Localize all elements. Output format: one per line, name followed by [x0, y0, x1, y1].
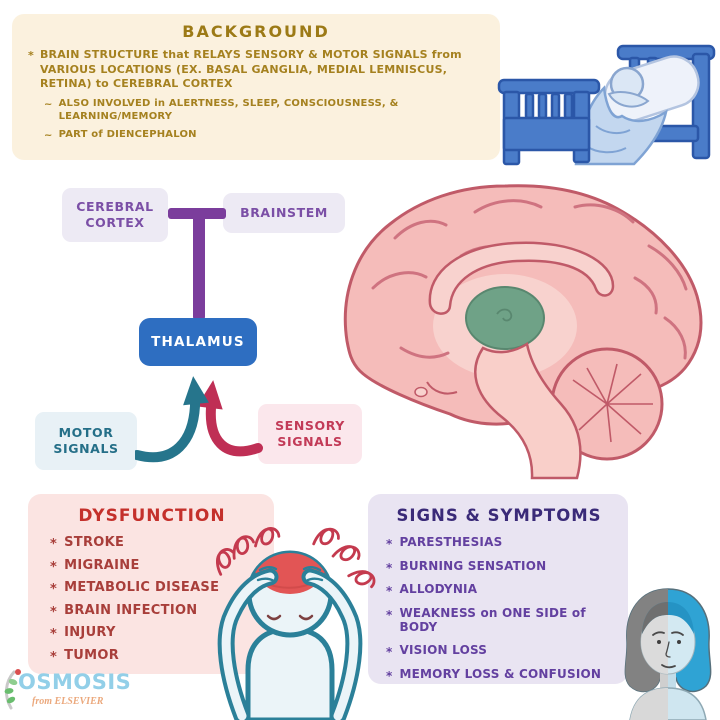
corpus-callosum [428, 241, 615, 315]
dysfunction-item: * MIGRAINE [50, 557, 274, 575]
signs-item: * BURNING SENSATION [386, 558, 628, 575]
motor-signals-box: MOTOR SIGNALS [35, 412, 137, 470]
half-body-weakness-face-illustration [624, 588, 712, 720]
bullet-asterisk: * [50, 627, 58, 642]
motor-signals-label: MOTOR SIGNALS [53, 425, 119, 456]
background-sub-bullet: ~ PART of DIENCEPHALON [44, 128, 484, 141]
signs-item-label: VISION LOSS [399, 643, 488, 657]
bullet-asterisk: * [386, 645, 393, 659]
dysfunction-item: * BRAIN INFECTION [50, 602, 274, 620]
sensory-signals-label: SENSORY SIGNALS [275, 418, 345, 449]
signs-item: * WEAKNESS on ONE SIDE of BODY [386, 606, 628, 634]
bullet-tilde: ~ [44, 98, 53, 110]
brainstem-box: BRAINSTEM [223, 193, 345, 233]
background-sub-text: ALSO INVOLVED in ALERTNESS, SLEEP, CONSC… [58, 97, 399, 122]
background-panel: BACKGROUND * BRAIN STRUCTURE that RELAYS… [12, 14, 500, 160]
bullet-asterisk: * [50, 559, 58, 575]
signs-item: * ALLODYNIA [386, 582, 628, 598]
torso [245, 626, 335, 720]
bullet-asterisk: * [386, 537, 393, 551]
background-title: BACKGROUND [182, 22, 330, 41]
sprout-icon [4, 669, 21, 710]
signs-item: * PARESTHESIAS [386, 535, 628, 551]
bullet-asterisk: * [386, 584, 393, 598]
connector-vertical-bar [193, 208, 205, 320]
bullet-asterisk: * [28, 49, 34, 62]
signs-item-label: WEAKNESS on ONE SIDE of BODY [399, 605, 586, 634]
face-features [652, 631, 684, 669]
brainstem-shape [474, 341, 582, 480]
thalamus-highlight [465, 286, 545, 350]
background-bullet: * BRAIN STRUCTURE that RELAYS SENSORY & … [28, 48, 484, 92]
signs-item: * MEMORY LOSS & CONFUSION [386, 666, 628, 683]
osmosis-logo: OSMOSIS from ELSEVIER [2, 664, 162, 718]
brand-name: OSMOSIS [18, 670, 132, 694]
motor-arrow [135, 393, 200, 463]
dysfunction-item-label: METABOLIC DISEASE [64, 580, 220, 595]
signs-item-label: BURNING SENSATION [399, 558, 547, 573]
brainstem-label: BRAINSTEM [240, 205, 328, 221]
dysfunction-item: * STROKE [50, 535, 274, 552]
dysfunction-title: DYSFUNCTION [78, 506, 226, 526]
bullet-asterisk: * [50, 582, 58, 597]
dysfunction-item-label: TUMOR [64, 647, 120, 663]
sensory-arrow [205, 397, 263, 457]
signal-arrows [135, 376, 263, 463]
thalamus-box: THALAMUS [139, 318, 257, 366]
dysfunction-item-label: MIGRAINE [64, 557, 140, 573]
signs-symptoms-title: SIGNS & SYMPTOMS [396, 506, 602, 525]
closed-eyes [266, 614, 314, 621]
headache-person-illustration [216, 527, 376, 720]
signs-symptoms-panel: SIGNS & SYMPTOMS * PARESTHESIAS * BURNING … [368, 494, 628, 684]
signs-item-label: ALLODYNIA [399, 582, 478, 596]
background-bullet-text: BRAIN STRUCTURE that RELAYS SENSORY & MO… [39, 48, 462, 91]
brain-sagittal-illustration [343, 184, 703, 480]
arms [217, 566, 363, 720]
bullet-asterisk: * [50, 537, 58, 552]
bullet-tilde: ~ [44, 129, 53, 141]
dysfunction-item-label: STROKE [64, 535, 125, 550]
bullet-asterisk: * [386, 607, 393, 622]
dysfunction-item: * TUMOR [50, 647, 274, 665]
background-sub-text: PART of DIENCEPHALON [58, 128, 197, 140]
signs-item-label: PARESTHESIAS [399, 535, 503, 549]
signs-item: * VISION LOSS [386, 643, 628, 659]
bullet-asterisk: * [386, 668, 393, 683]
background-sub-bullet: ~ ALSO INVOLVED in ALERTNESS, SLEEP, CON… [44, 97, 484, 123]
bullet-asterisk: * [50, 649, 58, 665]
sensory-signals-box: SENSORY SIGNALS [258, 404, 362, 464]
bullet-asterisk: * [50, 604, 58, 620]
dysfunction-item-label: INJURY [64, 625, 116, 640]
cerebral-cortex-label: CEREBRAL CORTEX [76, 199, 154, 230]
bullet-asterisk: * [386, 560, 393, 575]
dysfunction-item: * INJURY [50, 625, 274, 642]
sleeping-person-bed-icon [497, 44, 716, 166]
pain-scribbles-icon [216, 527, 376, 589]
dysfunction-item: * METABOLIC DISEASE [50, 580, 274, 597]
signs-item-label: MEMORY LOSS & CONFUSION [399, 666, 602, 681]
dysfunction-item-label: BRAIN INFECTION [64, 602, 198, 618]
brand-subtitle: from ELSEVIER [32, 696, 104, 707]
thalamus-label: THALAMUS [151, 333, 245, 350]
cerebral-cortex-box: CEREBRAL CORTEX [62, 188, 168, 242]
